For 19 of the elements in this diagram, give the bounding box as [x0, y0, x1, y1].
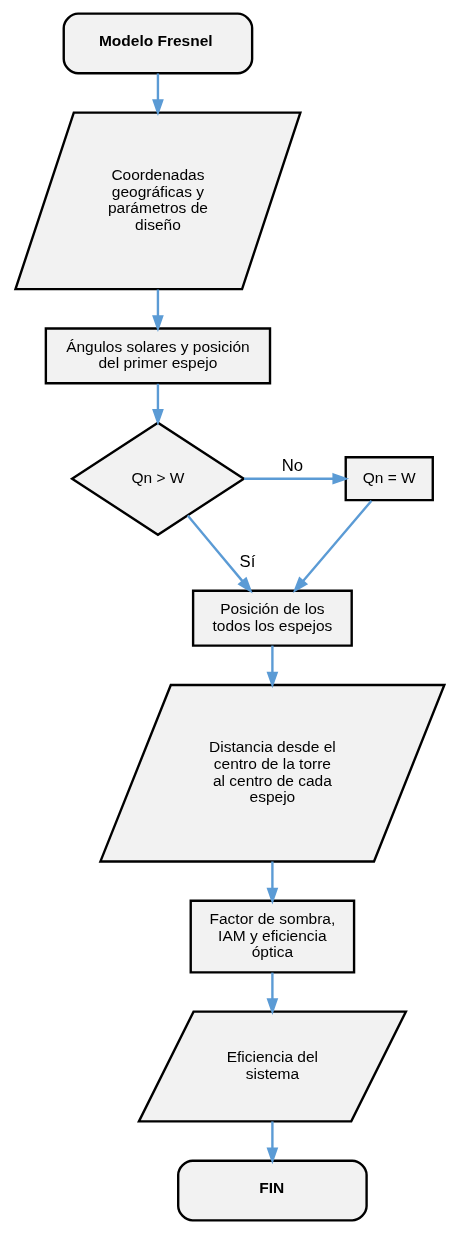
node-box: FIN — [177, 1159, 368, 1222]
arrow — [266, 861, 279, 905]
arrow — [266, 645, 279, 689]
node-box: Modelo Fresnel — [62, 12, 254, 75]
node-box: Ángulos solares y posición del primer espejo — [44, 327, 272, 385]
node-box: Factor de sombra, IAM y eficiencia óptica — [189, 899, 356, 974]
node-box: Qn = W — [344, 456, 434, 502]
node-diamond: Qn > W — [69, 421, 246, 537]
edge-label: No — [281, 455, 304, 475]
arrow — [266, 972, 279, 1015]
arrow — [152, 73, 164, 116]
arrow — [244, 472, 350, 485]
arrow — [266, 1121, 279, 1165]
arrow — [186, 514, 253, 594]
edge-label: Sí — [239, 552, 256, 572]
arrow — [152, 289, 164, 332]
arrow — [152, 383, 164, 426]
arrow — [292, 499, 373, 594]
node-box: Posición de los todos los espejos — [191, 589, 353, 647]
